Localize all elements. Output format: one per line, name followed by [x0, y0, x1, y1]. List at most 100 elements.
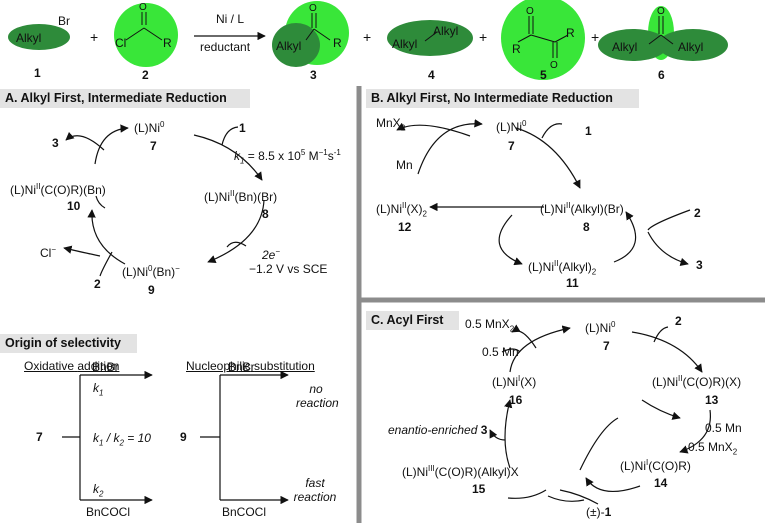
- panel-c-ni1-x: (L)NiI(X): [492, 374, 537, 389]
- panel-a-rate-constant: k1 = 8.5 x 105 M−1s-1: [234, 148, 341, 166]
- selectivity-bncocl-right: BnCOCl: [222, 505, 267, 519]
- panel-a-number-9: 9: [148, 283, 155, 297]
- product-3-r-label: R: [333, 36, 342, 50]
- panel-b-number-2: 2: [694, 206, 701, 220]
- product-6-o-label: O: [657, 6, 665, 17]
- product-6-alkyl-b: Alkyl: [678, 40, 704, 54]
- panel-b-title: B. Alkyl First, No Intermediate Reductio…: [366, 89, 639, 108]
- compound-number-4: 4: [428, 68, 435, 82]
- reagent-1-alkyl-label: Alkyl: [16, 31, 42, 45]
- compound-number-2: 2: [142, 68, 149, 82]
- selectivity-bnbr-right: BnBr: [228, 360, 255, 374]
- reagent-2-o-label: O: [139, 2, 147, 13]
- panel-a-number-7: 7: [150, 139, 157, 153]
- plus-sign-1: +: [90, 29, 99, 45]
- panel-a-number-8: 8: [262, 207, 269, 221]
- panel-a-ni0-bn: (L)Ni0(Bn)−: [122, 264, 180, 279]
- panel-b-number-1: 1: [585, 124, 592, 138]
- panel-c-mn-2: 0.5 Mn: [705, 421, 742, 435]
- selectivity-bnbr-left: BnBr: [92, 360, 119, 374]
- panel-b-number-12: 12: [398, 220, 412, 234]
- panel-b-ni0: (L)Ni0: [496, 119, 527, 134]
- selectivity-brackets: [62, 370, 289, 505]
- panel-b-number-11: 11: [566, 276, 579, 290]
- panel-b-ni2-dialkyl: (L)NiII(Alkyl)2: [528, 259, 597, 277]
- panel-c-number-13: 13: [705, 393, 719, 407]
- compound-number-6: 6: [658, 68, 665, 82]
- product-4-alkyl-a: Alkyl: [392, 37, 418, 51]
- panel-c-mnx2-2: 0.5 MnX2: [688, 440, 738, 457]
- product-6-alkyl-a: Alkyl: [612, 40, 638, 54]
- panel-a-ni2-bn-br: (L)NiII(Bn)(Br): [204, 189, 278, 204]
- panel-c-racemic-reagent: (±)-1: [586, 505, 612, 519]
- selectivity-k1: k1: [93, 381, 104, 398]
- panel-b-ni2-alkyl-br: (L)NiII(Alkyl)(Br): [540, 201, 624, 216]
- panel-a-number-1: 1: [239, 121, 246, 135]
- panel-c-ni1-acyl: (L)NiI(C(O)R): [620, 458, 691, 473]
- compound-number-1: 1: [34, 66, 41, 80]
- conditions-catalyst: Ni / L: [216, 12, 245, 26]
- panel-a-number-3: 3: [52, 136, 59, 150]
- reagent-1-br-label: Br: [58, 14, 70, 28]
- panel-a-number-2: 2: [94, 277, 101, 291]
- panel-b-ni2-x2: (L)NiII(X)2: [376, 201, 427, 219]
- panel-c-ni2-acyl-x: (L)NiII(C(O)R)(X): [652, 374, 742, 389]
- panel-a-potential: −1.2 V vs SCE: [249, 262, 328, 276]
- panel-b-number-7: 7: [508, 139, 515, 153]
- product-5-o2-label: O: [550, 60, 558, 71]
- product-4-dialkyl-shape: [387, 20, 473, 56]
- selectivity-bncocl-left: BnCOCl: [86, 505, 131, 519]
- selectivity-number-9: 9: [180, 430, 187, 444]
- panel-c-enantio-product: enantio-enriched 3: [388, 423, 488, 437]
- product-5-r1-label: R: [512, 42, 521, 56]
- selectivity-ratio: k1 / k2 = 10: [93, 431, 151, 448]
- panel-b-mn: Mn: [396, 158, 413, 172]
- panel-c-number-14: 14: [654, 476, 668, 490]
- panel-b-arrows: [396, 119, 691, 266]
- reagent-2-acyl-shape: [114, 3, 178, 67]
- plus-sign-3: +: [479, 29, 488, 45]
- panel-a-number-10: 10: [67, 199, 81, 213]
- panel-b-number-8: 8: [583, 220, 590, 234]
- plus-sign-4: +: [591, 29, 600, 45]
- panel-a-title: A. Alkyl First, Intermediate Reduction: [0, 89, 250, 108]
- selectivity-oxidative-label: Oxidative addition: [24, 359, 120, 373]
- reagent-1-alkyl-shape: [8, 24, 70, 50]
- panel-c-ni0: (L)Ni0: [585, 320, 616, 335]
- conditions-reductant: reductant: [200, 40, 251, 54]
- panel-c-number-7: 7: [603, 339, 610, 353]
- panel-a-chloride: Cl−: [40, 245, 57, 260]
- panel-a-ni0: (L)Ni0: [134, 120, 165, 135]
- panel-c-number-15: 15: [472, 482, 486, 496]
- selectivity-nucleophilic-label: Nucleophilic substitution: [186, 359, 315, 373]
- reagent-2-r-label: R: [163, 36, 172, 50]
- product-3-o-label: O: [309, 3, 317, 14]
- panel-a-ni2-acyl-bn: (L)NiII(C(O)R)(Bn): [10, 182, 106, 197]
- panel-a-electrons: 2e−: [262, 247, 281, 262]
- panel-c-mn: 0.5 Mn: [482, 345, 519, 359]
- product-5-r2-label: R: [566, 26, 575, 40]
- panel-c-arrows: [489, 324, 712, 505]
- product-6-right-alkyl-shape: [658, 29, 728, 61]
- product-4-alkyl-b: Alkyl: [433, 24, 459, 38]
- plus-sign-2: +: [363, 29, 372, 45]
- panel-c-number-2: 2: [675, 314, 682, 328]
- product-3-alkyl-label: Alkyl: [276, 39, 302, 53]
- reagent-2-cl-label: Cl: [115, 36, 127, 50]
- panel-c-mnx2: 0.5 MnX2: [465, 317, 515, 334]
- panel-b-mnx2: MnX2: [376, 116, 406, 133]
- product-5-o1-label: O: [526, 6, 534, 17]
- selectivity-title: Origin of selectivity: [0, 334, 137, 353]
- panel-b-number-3: 3: [696, 258, 703, 272]
- selectivity-number-7: 7: [36, 430, 43, 444]
- compound-number-3: 3: [310, 68, 317, 82]
- panel-c-title: C. Acyl First: [366, 311, 459, 330]
- compound-number-5: 5: [540, 68, 547, 82]
- selectivity-k2: k2: [93, 482, 104, 499]
- product-5-diketone-shape: [501, 0, 585, 80]
- panel-c-ni3: (L)NiIII(C(O)R)(Alkyl)X: [402, 464, 519, 479]
